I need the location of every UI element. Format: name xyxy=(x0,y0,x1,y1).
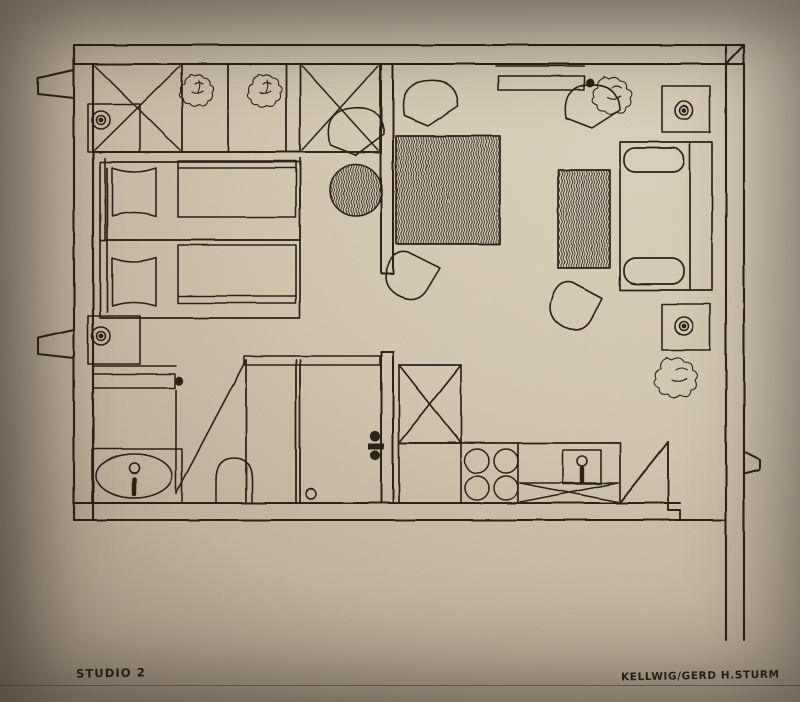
side-table-lamp-north xyxy=(661,85,711,133)
twin-bed-lower xyxy=(111,244,297,307)
north-east-return xyxy=(725,44,745,65)
east-wall-projection xyxy=(743,451,761,475)
armchair-bedroom xyxy=(327,106,385,156)
shrub-east-lower xyxy=(653,356,698,399)
west-wall-projections xyxy=(37,69,75,359)
armchair-living-se xyxy=(549,280,603,331)
shower-partition xyxy=(245,359,301,504)
vanity-basin xyxy=(95,453,173,499)
area-rug-small xyxy=(557,169,611,269)
vanity-counter xyxy=(91,448,183,504)
shrub-terrace-left xyxy=(178,73,215,108)
kitchen-counter-run xyxy=(398,442,621,504)
toilet xyxy=(215,457,253,504)
tall-kitchen-unit xyxy=(398,364,462,504)
armchair-living-nw xyxy=(402,80,459,127)
author-credit-label: KELLWIG/GERD H.STURM xyxy=(621,668,781,684)
side-table-lamp-south xyxy=(661,303,711,351)
twin-bed-upper xyxy=(104,157,301,241)
caption-layer: STUDIO 2 KELLWIG/GERD H.STURM xyxy=(0,642,800,702)
shrub-east-upper xyxy=(591,76,633,115)
cooktop-four-burner xyxy=(464,448,519,501)
central-partition-upper xyxy=(380,63,394,275)
exterior-walls xyxy=(72,43,746,642)
sheet-baseline-rule xyxy=(0,685,800,686)
armchair-living-ne xyxy=(564,84,621,129)
kitchen-sink xyxy=(519,449,619,503)
shower-drain xyxy=(305,488,317,500)
door-hinge-hardware xyxy=(368,430,384,461)
terrace-planter-band xyxy=(92,63,381,153)
central-partition-lower xyxy=(380,351,394,504)
planter-crossed-left xyxy=(94,65,181,151)
bathroom-door xyxy=(175,355,381,494)
nightstand-lamp-lower xyxy=(87,315,141,365)
round-side-table xyxy=(329,163,383,217)
area-rug-large xyxy=(395,135,501,245)
nightstand-lamp-upper xyxy=(87,103,141,153)
entry-door xyxy=(619,441,727,521)
bath-wall-rail xyxy=(92,365,184,389)
planter-crossed-right xyxy=(301,65,379,151)
plan-title-label: STUDIO 2 xyxy=(75,665,146,681)
shrub-terrace-right xyxy=(246,73,283,108)
daybed-sofa xyxy=(619,141,713,291)
armchair-living-sw xyxy=(384,250,441,301)
